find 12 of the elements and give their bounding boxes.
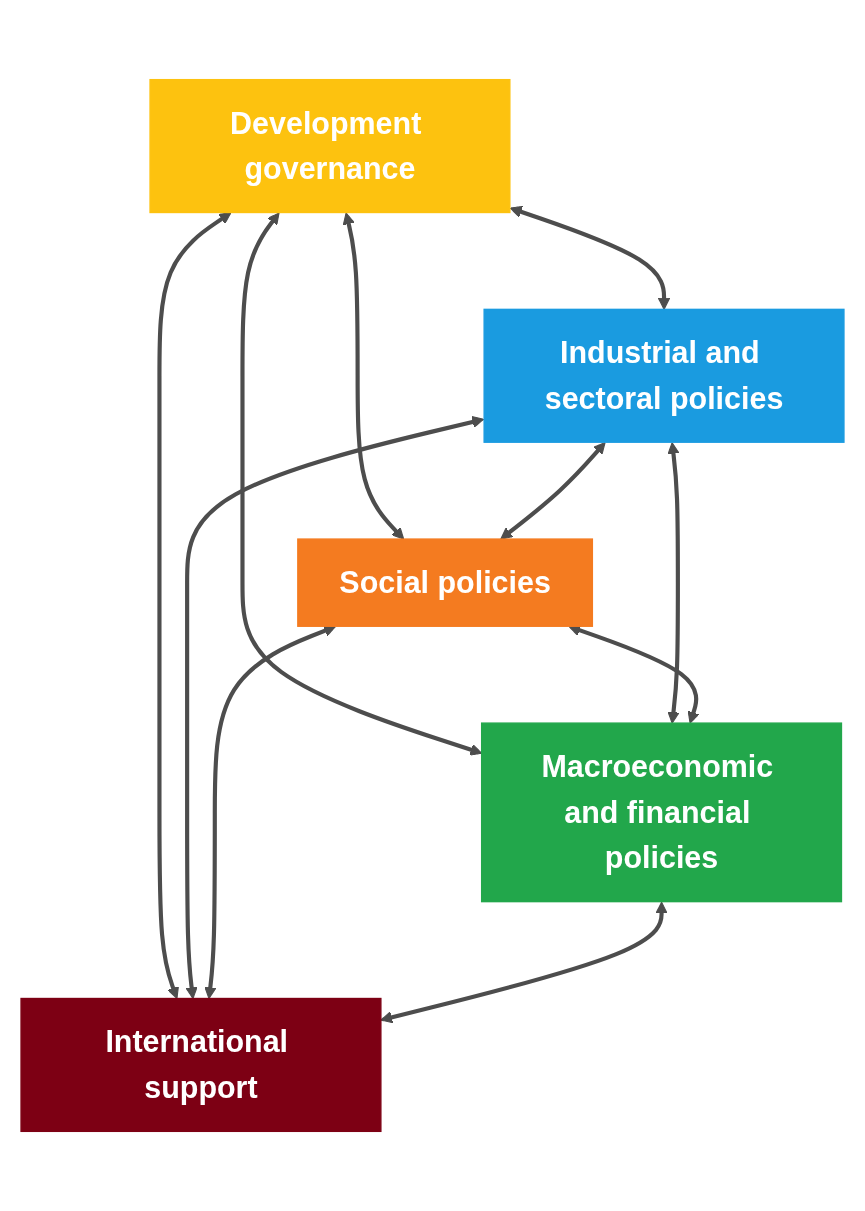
- node-box: Social policies: [297, 538, 594, 627]
- arrow: [342, 212, 405, 540]
- node-box: Macroeconomic and financial policies: [480, 722, 843, 903]
- arrow: [509, 205, 671, 310]
- arrow: [185, 415, 485, 1000]
- node-box: Industrial and sectoral policies: [483, 308, 845, 443]
- arrow: [380, 901, 668, 1024]
- node-box: International support: [20, 997, 382, 1133]
- arrow: [157, 212, 232, 1000]
- arrow: [500, 442, 606, 540]
- node-box: Development governance: [149, 78, 511, 214]
- arrow: [667, 442, 680, 724]
